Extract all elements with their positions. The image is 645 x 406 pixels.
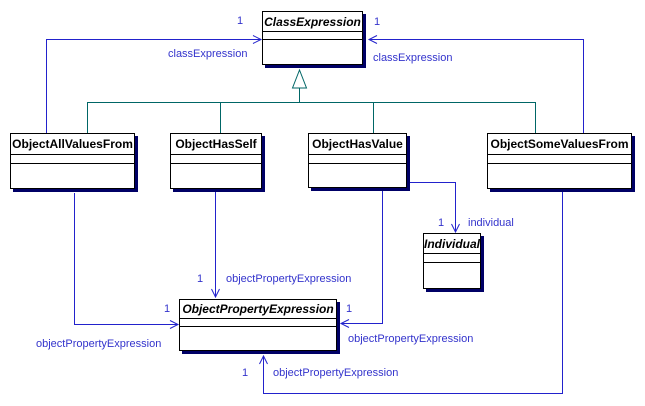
operations-compartment bbox=[171, 164, 261, 188]
class-box-objectallvaluesfrom: ObjectAllValuesFrom bbox=[10, 133, 135, 189]
operations-compartment bbox=[11, 164, 134, 188]
operations-compartment bbox=[424, 263, 480, 288]
role-label-ope-right: objectPropertyExpression bbox=[348, 333, 474, 345]
association-objecthasvalue-objectpropertyexpression bbox=[339, 189, 383, 328]
attributes-compartment bbox=[11, 155, 134, 164]
class-box-objectsomevaluesfrom: ObjectSomeValuesFrom bbox=[487, 133, 632, 189]
role-label-ope-bottom: objectPropertyExpression bbox=[273, 367, 399, 379]
association-objectsomevaluesfrom-classexpression bbox=[367, 35, 584, 134]
association-objecthasvalue-individual bbox=[410, 182, 460, 234]
role-label-ope-top: objectPropertyExpression bbox=[226, 273, 352, 285]
attributes-compartment bbox=[263, 32, 362, 40]
multiplicity-label-classexpression-right: 1 bbox=[374, 16, 381, 28]
multiplicity-label-individual: 1 bbox=[438, 217, 445, 229]
class-title: ObjectPropertyExpression bbox=[180, 300, 336, 319]
class-title: ObjectHasValue bbox=[309, 134, 406, 155]
operations-compartment bbox=[309, 164, 406, 187]
class-box-objectpropertyexpression: ObjectPropertyExpression bbox=[179, 299, 337, 351]
class-box-classexpression: ClassExpression bbox=[262, 11, 363, 65]
generalization-triangle-icon bbox=[291, 68, 308, 89]
class-box-individual: Individual bbox=[423, 233, 481, 289]
association-objectallvaluesfrom-classexpression bbox=[46, 35, 263, 134]
class-box-objecthasself: ObjectHasSelf bbox=[170, 133, 262, 189]
role-label-individual: individual bbox=[468, 217, 514, 229]
role-label-classexpression-left: classExpression bbox=[168, 48, 248, 60]
class-title: ObjectSomeValuesFrom bbox=[488, 134, 631, 155]
multiplicity-label-ope-left: 1 bbox=[164, 303, 171, 315]
class-title: ObjectAllValuesFrom bbox=[11, 134, 134, 155]
attributes-compartment bbox=[309, 155, 406, 164]
operations-compartment bbox=[180, 327, 336, 350]
attributes-compartment bbox=[180, 319, 336, 327]
attributes-compartment bbox=[171, 155, 261, 164]
operations-compartment bbox=[263, 40, 362, 64]
attributes-compartment bbox=[488, 155, 631, 164]
multiplicity-label-ope-bottom: 1 bbox=[242, 367, 249, 379]
association-objectsomevaluesfrom-objectpropertyexpression bbox=[259, 190, 563, 394]
class-title: Individual bbox=[424, 234, 480, 254]
role-label-classexpression-right: classExpression bbox=[373, 52, 453, 64]
multiplicity-label-classexpression-left: 1 bbox=[237, 15, 244, 27]
class-box-objecthasvalue: ObjectHasValue bbox=[308, 133, 407, 188]
operations-compartment bbox=[488, 164, 631, 188]
role-label-ope-left: objectPropertyExpression bbox=[36, 338, 162, 350]
multiplicity-label-ope-right: 1 bbox=[346, 303, 353, 315]
association-objectallvaluesfrom-objectpropertyexpression bbox=[74, 193, 180, 329]
class-title: ClassExpression bbox=[263, 12, 362, 32]
association-objecthasself-objectpropertyexpression bbox=[211, 190, 220, 299]
attributes-compartment bbox=[424, 254, 480, 263]
class-title: ObjectHasSelf bbox=[171, 134, 261, 155]
multiplicity-label-ope-top: 1 bbox=[197, 273, 204, 285]
